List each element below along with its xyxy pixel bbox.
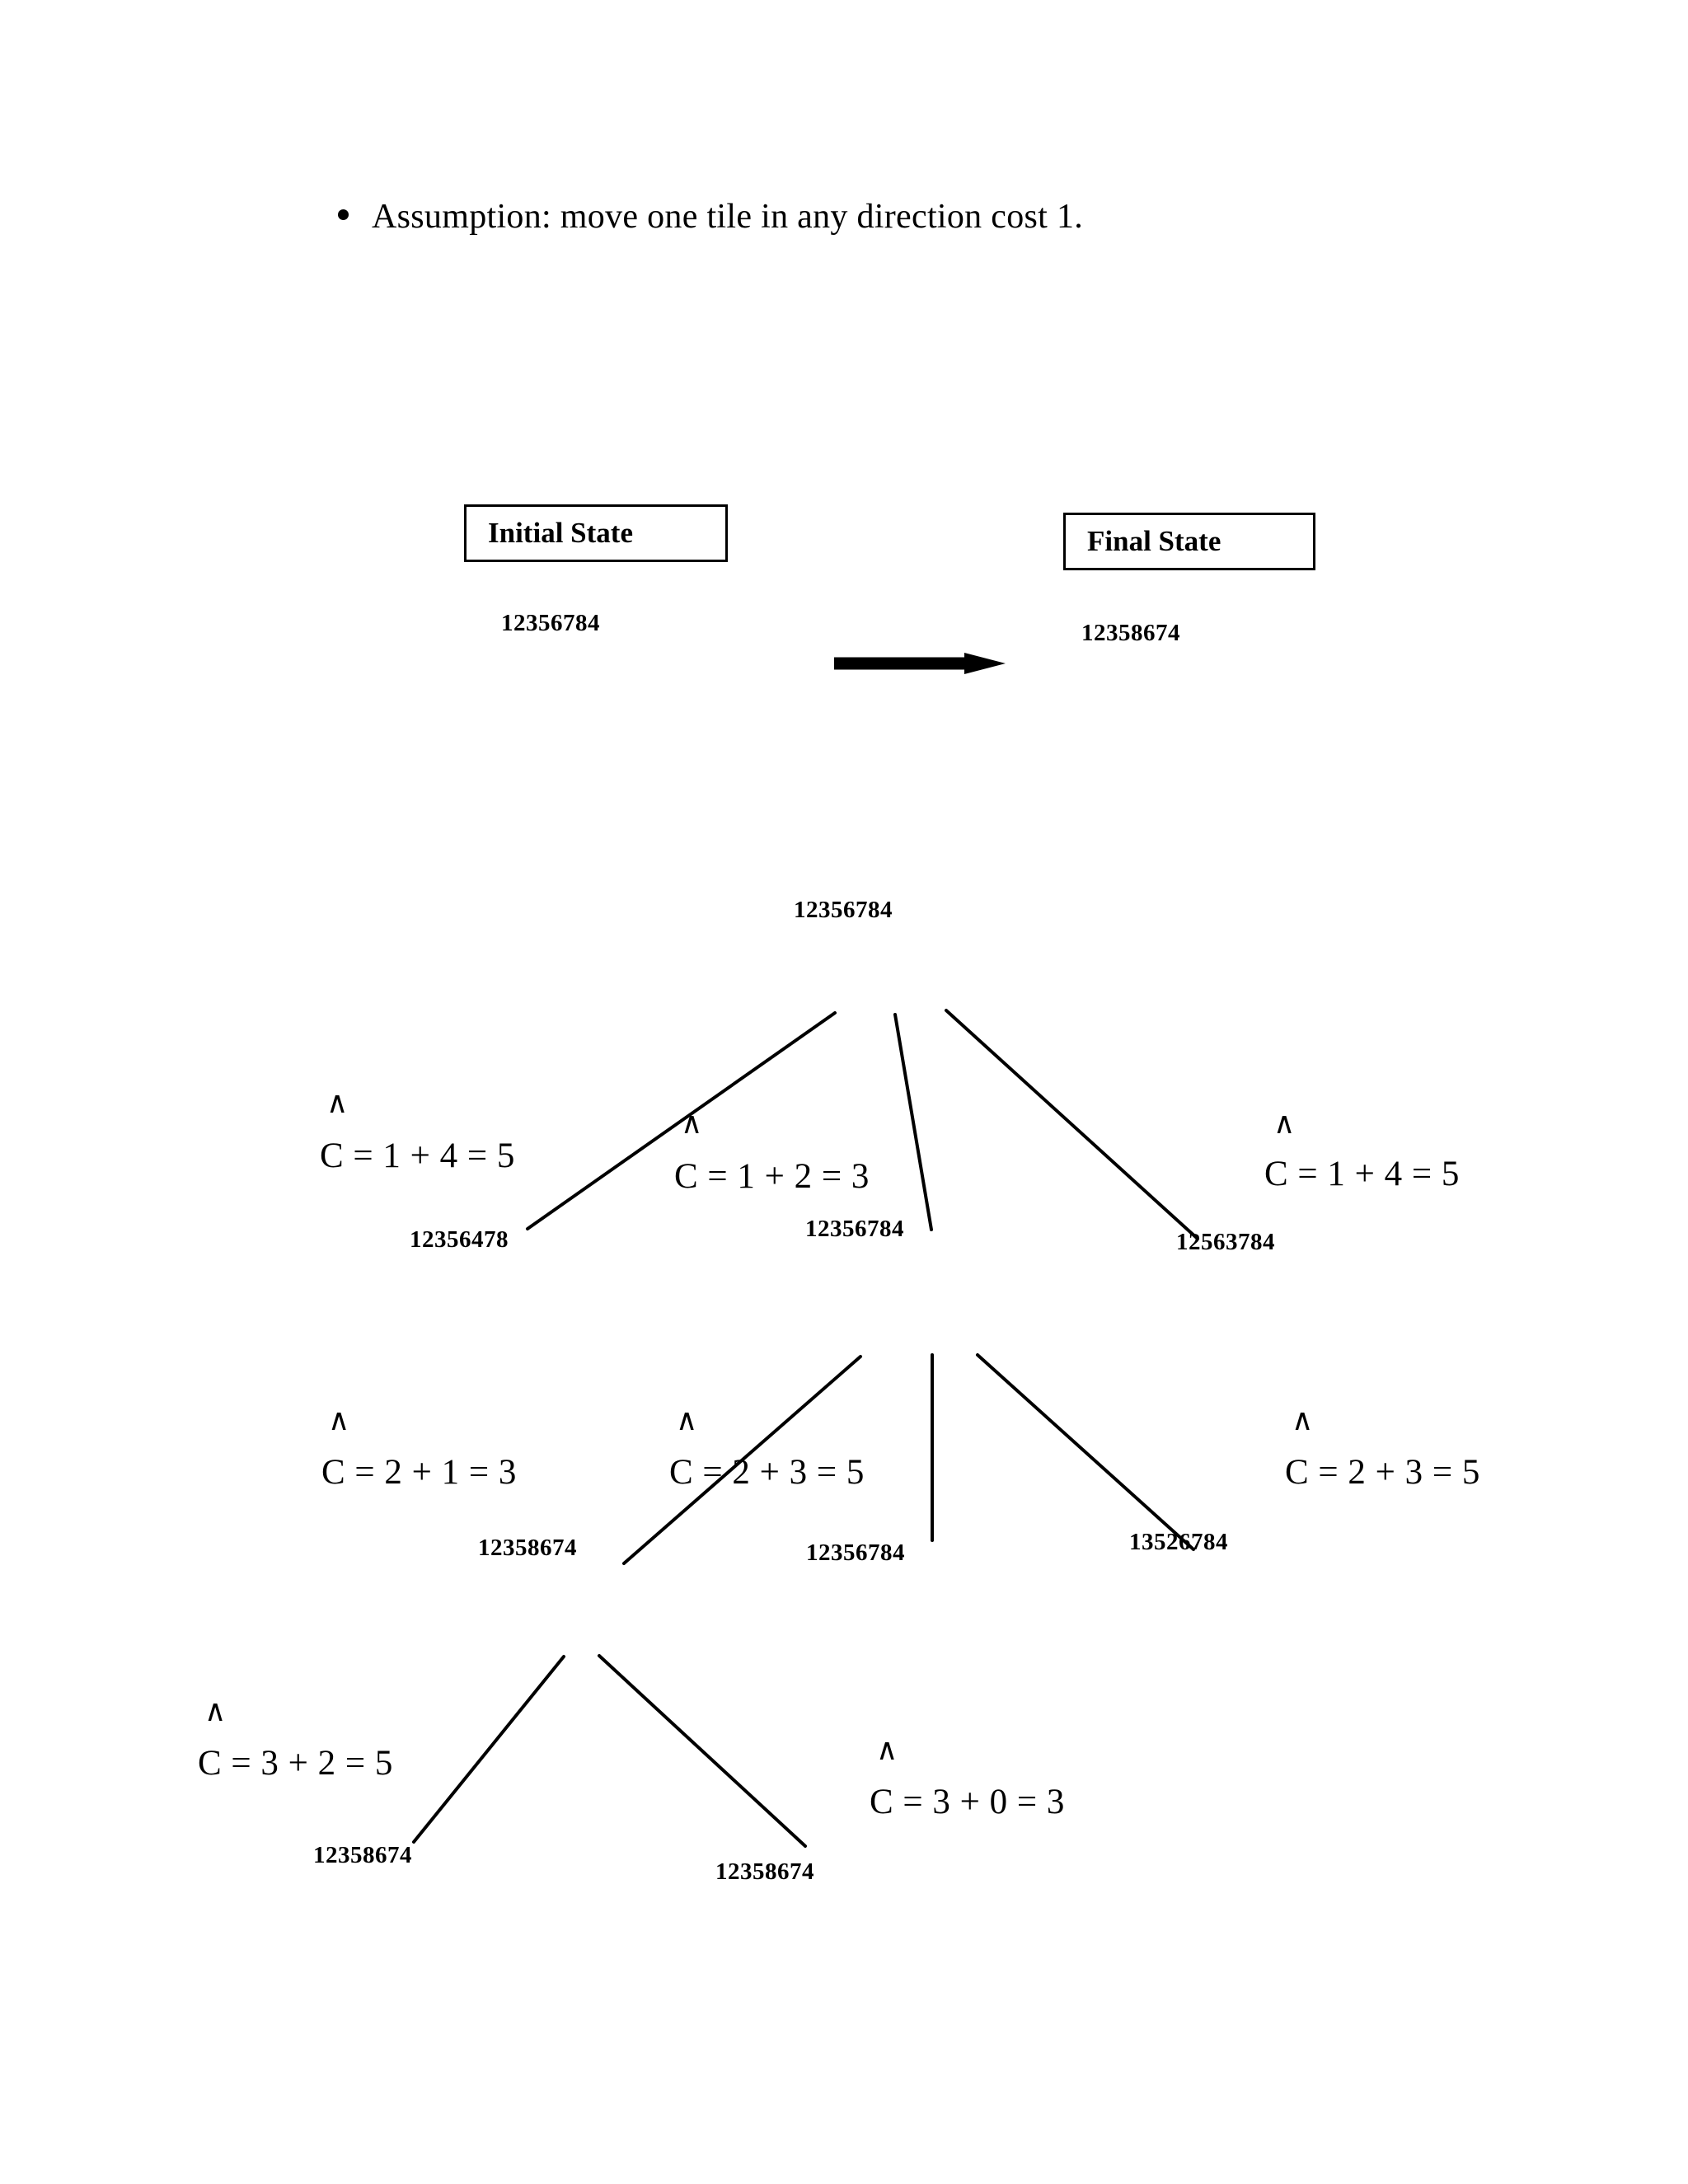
cost-label-l2-1: C = 2 + 3 = 5 (669, 1453, 865, 1492)
initial-state-code: 12356784 (501, 610, 600, 636)
tree-node-root-code: 12356784 (794, 897, 893, 923)
cost-label-l1-1: C = 1 + 2 = 3 (674, 1157, 870, 1196)
caret-icon-l1-0: ∧ (326, 1086, 349, 1119)
tree-node-code-l1-1: 12356784 (805, 1216, 904, 1242)
tree-node-code-l2-1: 12356784 (806, 1540, 905, 1566)
tree-node-code-l2-0: 12358674 (478, 1535, 577, 1561)
tree-node-code-l3-0: 12358674 (313, 1842, 412, 1868)
assumption-bullet-line: Assumption: move one tile in any directi… (338, 198, 1083, 236)
initial-state-box: Initial State (464, 504, 728, 562)
caret-icon-l3-0: ∧ (204, 1694, 227, 1727)
tree-node-code-l1-2: 12563784 (1176, 1229, 1275, 1255)
caret-icon-l2-1: ∧ (676, 1404, 698, 1436)
cost-label-l2-2: C = 2 + 3 = 5 (1285, 1453, 1480, 1492)
final-state-code: 12358674 (1081, 620, 1180, 646)
caret-icon-l3-1: ∧ (876, 1733, 898, 1766)
cost-label-l3-1: C = 3 + 0 = 3 (870, 1783, 1065, 1821)
caret-icon-l2-0: ∧ (328, 1404, 350, 1436)
cost-label-l1-2: C = 1 + 4 = 5 (1264, 1155, 1460, 1193)
cost-label-l3-0: C = 3 + 2 = 5 (198, 1744, 393, 1783)
caret-icon-l1-1: ∧ (681, 1107, 703, 1140)
caret-icon-l1-2: ∧ (1273, 1107, 1296, 1140)
tree-node-code-l1-0: 12356478 (410, 1226, 509, 1253)
tree-node-code-l3-1: 12358674 (715, 1858, 814, 1885)
final-state-box: Final State (1063, 513, 1315, 570)
cost-label-l2-0: C = 2 + 1 = 3 (321, 1453, 517, 1492)
initial-state-label: Initial State (488, 517, 633, 549)
caret-icon-l2-2: ∧ (1292, 1404, 1314, 1436)
bullet-dot-icon (338, 209, 349, 220)
assumption-text: Assumption: move one tile in any directi… (372, 198, 1084, 236)
cost-label-l1-0: C = 1 + 4 = 5 (320, 1137, 515, 1175)
tree-node-code-l2-2: 13526784 (1129, 1529, 1228, 1555)
right-arrow-icon (834, 653, 1006, 674)
final-state-label: Final State (1087, 525, 1221, 557)
